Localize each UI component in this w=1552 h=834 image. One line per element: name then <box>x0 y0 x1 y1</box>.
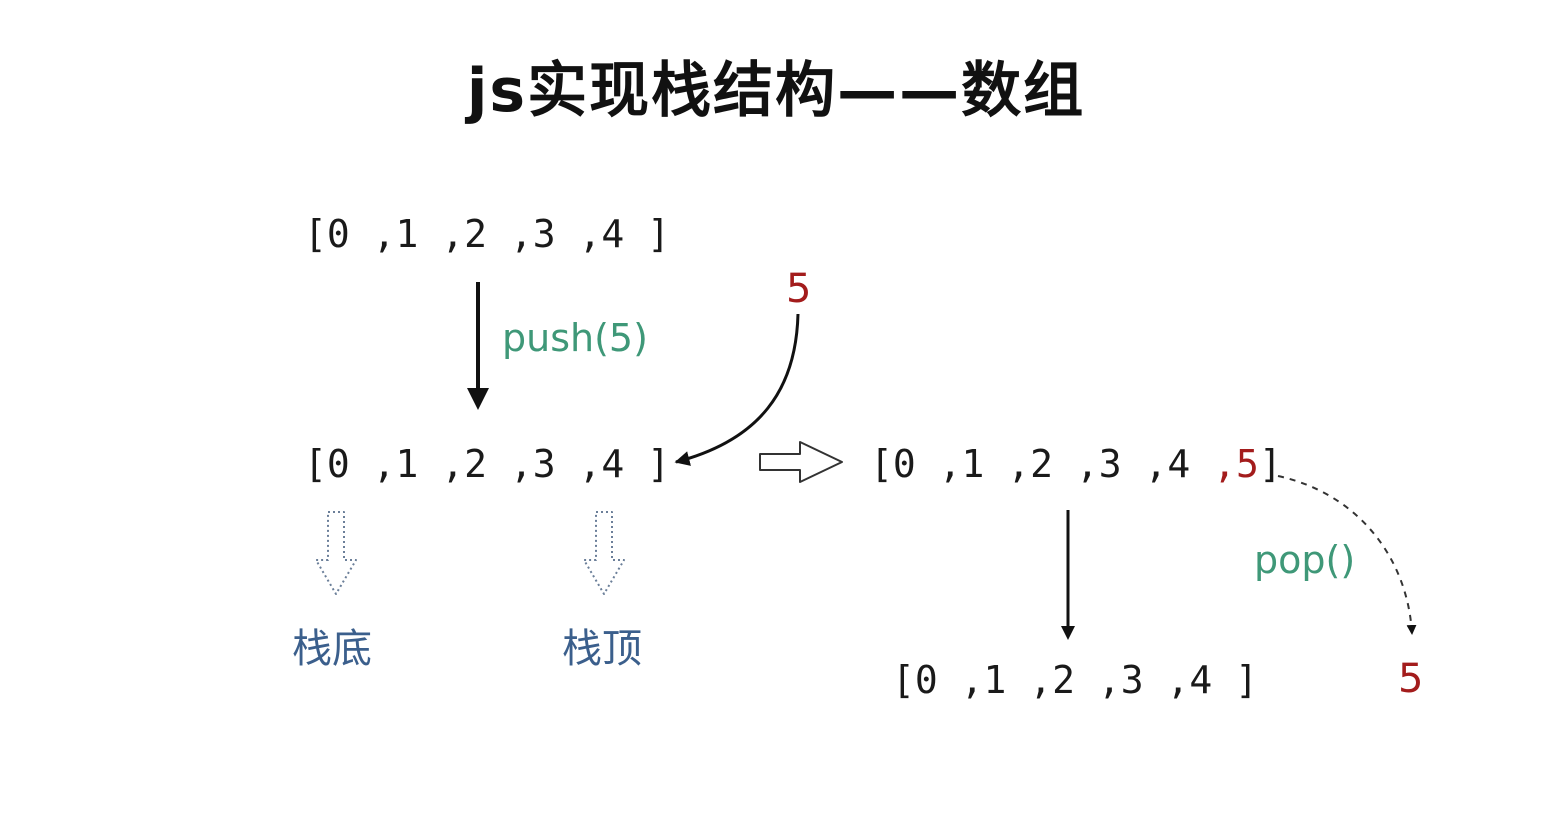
stack-top-dotted-arrow <box>583 511 625 595</box>
result-hollow-arrow <box>759 441 843 483</box>
stack-bottom-label: 栈底 <box>292 626 372 672</box>
push-curve-arrow <box>674 313 800 466</box>
popped-value: 5 <box>1398 656 1424 702</box>
page-title: js实现栈结构——数组 <box>466 56 1086 126</box>
initial-array: [0 ,1 ,2 ,3 ,4 ] <box>304 212 671 256</box>
array-after-pop: [0 ,1 ,2 ,3 ,4 ] <box>892 658 1259 702</box>
stack-bottom-dotted-arrow <box>315 511 357 595</box>
stack-top-label: 栈顶 <box>562 626 642 672</box>
array-new-element: ,5 <box>1213 442 1259 486</box>
pushed-value: 5 <box>786 266 812 312</box>
push-label: push(5) <box>502 316 648 360</box>
array-after-push-close: ] <box>1258 442 1282 486</box>
pop-dashed-arrow <box>1277 475 1417 635</box>
pop-down-arrow <box>1061 510 1075 640</box>
array-before-push: [0 ,1 ,2 ,3 ,4 ] <box>304 442 671 486</box>
array-after-push-prefix: [0 ,1 ,2 ,3 ,4 <box>870 442 1214 486</box>
array-after-push: [0 ,1 ,2 ,3 ,4 ,5] <box>870 442 1282 486</box>
push-down-arrow <box>467 282 489 410</box>
pop-label: pop() <box>1254 538 1356 582</box>
